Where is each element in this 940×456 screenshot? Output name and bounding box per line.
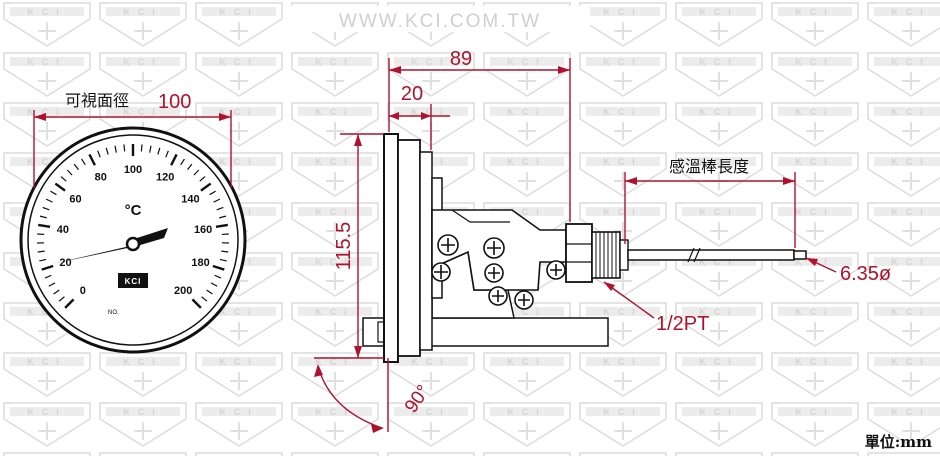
gauge-minor-tick [140, 144, 143, 152]
gauge-minor-tick [45, 198, 53, 203]
gauge-minor-tick [180, 158, 185, 166]
gauge-major-tick [88, 153, 96, 166]
gauge-minor-tick [44, 274, 52, 279]
gauge-major-tick [41, 264, 54, 271]
gauge-minor-tick [66, 169, 73, 176]
gauge-minor-tick [114, 145, 117, 153]
gauge-minor-tick [213, 198, 221, 203]
gauge-minor-tick [37, 250, 45, 253]
gauge-tick-label: 140 [181, 193, 199, 205]
gauge-tick-label: 100 [124, 164, 142, 176]
unit-note: 單位:mm [865, 433, 932, 451]
view-diameter-label: 可視面徑 [65, 92, 129, 110]
gauge-minor-tick [187, 163, 193, 171]
gauge-minor-tick [48, 282, 56, 287]
gauge-scale [37, 144, 229, 309]
gauge-tick-label: 120 [156, 172, 174, 184]
gauge-minor-tick [199, 176, 206, 182]
gauge-minor-tick [73, 163, 79, 171]
gauge-minor-tick [221, 250, 229, 253]
gauge-minor-tick [219, 215, 227, 219]
gauge-major-tick [170, 153, 178, 166]
gauge-minor-tick [219, 258, 227, 262]
gauge-side-view [362, 133, 807, 363]
gauge-tick-label: 180 [191, 257, 209, 269]
gauge-major-tick [212, 264, 225, 271]
gauge-major-tick [200, 182, 212, 192]
gauge-logo: KCI [118, 273, 148, 288]
gauge-major-tick [37, 223, 51, 229]
height-value: 115.5 [333, 222, 355, 271]
gauge-minor-tick [53, 289, 60, 295]
gauge-minor-tick [58, 296, 65, 302]
view-diameter-value: 100 [158, 91, 191, 113]
gauge-tick-label: 200 [174, 285, 192, 297]
gauge-minor-tick [50, 190, 57, 196]
gauge-minor-tick [42, 206, 50, 211]
gauge-minor-tick [206, 289, 213, 295]
gauge-tick-label: 80 [95, 172, 107, 184]
gauge-tick-label: 160 [194, 224, 212, 236]
view-diameter-dimension [33, 110, 232, 188]
gauge-minor-tick [123, 144, 126, 152]
gauge-major-tick [64, 298, 75, 309]
gauge-minor-tick [157, 147, 161, 155]
gauge-tick-label: 0 [80, 285, 86, 297]
gauge-tick-label: 40 [57, 224, 69, 236]
watermark-url-band [290, 6, 590, 32]
gauge-minor-tick [39, 215, 47, 219]
gauge-no-label: NO. [108, 310, 119, 316]
gauge-minor-tick [60, 176, 67, 182]
gauge-minor-tick [105, 147, 109, 155]
gauge-minor-tick [39, 258, 47, 262]
flange-length-dimension [389, 104, 450, 150]
thread-value: 1/2PT [656, 313, 709, 335]
gauge-minor-tick [214, 274, 222, 279]
overall-length-dimension [388, 58, 571, 222]
gauge-minor-tick [81, 158, 86, 166]
gauge-major-tick [191, 298, 202, 309]
gauge-minor-tick [209, 190, 216, 196]
gauge-minor-tick [210, 282, 218, 287]
gauge-unit: °C [125, 202, 142, 219]
height-dimension [314, 133, 384, 359]
gauge-tick-labels: 0 20 40 60 80 100 120 140 160 180 200 [57, 164, 213, 297]
probe-length-dimension [624, 172, 796, 248]
gauge-minor-tick [216, 206, 224, 211]
probe-diameter-value: 6.35ø [840, 263, 891, 285]
side-view-screws [431, 234, 566, 310]
flange-length-value: 20 [401, 83, 423, 105]
gauge-major-tick [215, 223, 229, 229]
gauge-tick-label: 60 [69, 193, 81, 205]
gauge-front-view: 0 20 40 60 80 100 120 140 160 180 200 °C KCI NO. [19, 126, 247, 354]
gauge-major-tick [54, 182, 66, 192]
gauge-hub [125, 236, 141, 252]
gauge-minor-tick [201, 296, 208, 302]
gauge-minor-tick [193, 169, 200, 176]
overall-length-value: 89 [450, 48, 472, 70]
svg-text:KCI: KCI [125, 277, 142, 286]
watermark-url: WWW.KCI.COM.TW [339, 11, 541, 32]
gauge-tick-label: 20 [59, 257, 71, 269]
probe-length-label: 感溫棒長度 [669, 158, 749, 176]
gauge-minor-tick [97, 150, 101, 158]
gauge-minor-tick [165, 150, 169, 158]
gauge-minor-tick [149, 145, 152, 153]
